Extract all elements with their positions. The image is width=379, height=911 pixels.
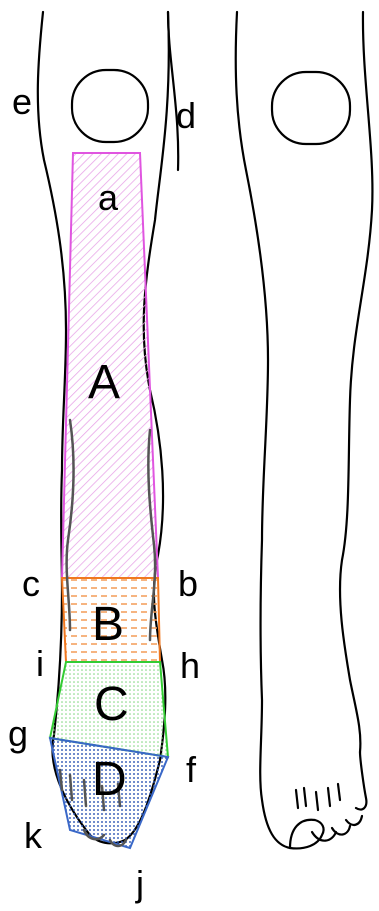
label-b: b <box>178 563 198 604</box>
label-d: d <box>176 95 196 136</box>
left-leg-inner-edge <box>168 12 178 170</box>
right-leg-left-edge <box>236 12 290 848</box>
right-leg-right-edge <box>340 12 372 752</box>
label-C: C <box>94 678 129 731</box>
label-e: e <box>12 81 32 122</box>
label-A: A <box>88 356 120 409</box>
right-foot-toes <box>290 752 366 848</box>
label-B: B <box>92 598 124 651</box>
label-k: k <box>24 815 43 856</box>
left-kneecap <box>72 70 148 142</box>
label-h: h <box>180 645 200 686</box>
label-i: i <box>36 643 44 684</box>
label-c: c <box>22 563 40 604</box>
label-a: a <box>98 177 119 218</box>
label-g: g <box>8 713 28 754</box>
right-leg-outline <box>236 12 373 848</box>
label-f: f <box>186 749 197 790</box>
right-kneecap <box>272 72 350 144</box>
label-D: D <box>92 753 127 806</box>
label-j: j <box>135 863 144 904</box>
